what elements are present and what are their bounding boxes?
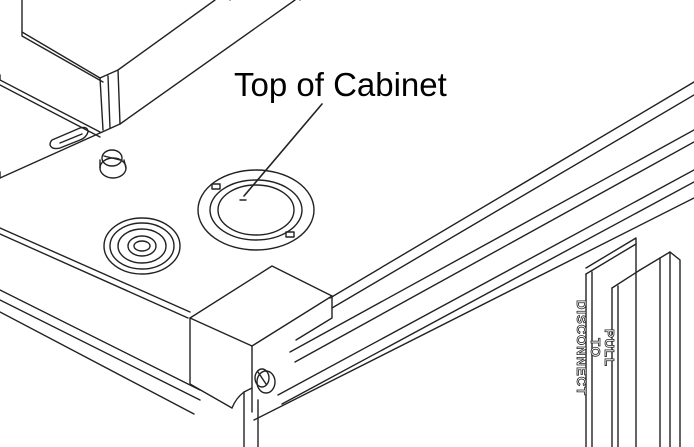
mounting-slot	[49, 126, 89, 150]
handle-label-line3: DISCONNECT	[574, 300, 590, 397]
disconnect-handle	[585, 237, 681, 447]
handle-label-line2: TO	[588, 338, 604, 359]
grommet	[103, 217, 181, 275]
callout-leader	[243, 103, 323, 197]
handle-label-line1: PULL	[602, 329, 618, 368]
cabinet-top-surface	[0, 0, 301, 415]
corner-screw	[254, 368, 276, 394]
knockout-plate	[197, 169, 315, 251]
front-edge-rails	[253, 81, 694, 421]
disconnect-handle-label: PULL TO DISCONNECT	[574, 300, 618, 397]
callout-label: Top of Cabinet	[234, 66, 447, 103]
top-screw	[99, 149, 127, 179]
rear-panel	[0, 0, 296, 138]
corner-bracket	[189, 265, 333, 447]
